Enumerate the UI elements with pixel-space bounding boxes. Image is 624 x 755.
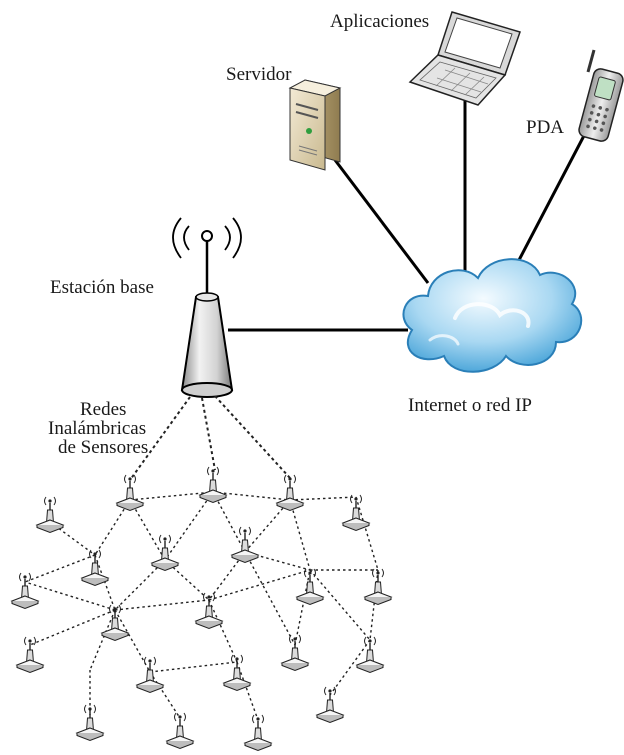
sensor-node-icon (116, 474, 144, 512)
label-internet: Internet o red IP (408, 395, 532, 416)
label-servidor: Servidor (226, 64, 292, 85)
sensor-node-icon (101, 604, 129, 642)
base-station-tower-icon (172, 217, 242, 398)
label-aplicaciones: Aplicaciones (330, 11, 429, 32)
sensor-node-icon (296, 568, 324, 606)
laptop-icon (408, 11, 521, 106)
sensor-node-icon (244, 714, 272, 752)
sensor-node-icon (195, 592, 223, 630)
sensor-node-icon (136, 656, 164, 694)
sensor-node-icon (76, 704, 104, 742)
sensor-node-icon (276, 474, 304, 512)
sensor-nodes (11, 466, 392, 752)
sensor-node-icon (281, 634, 309, 672)
sensor-node-icon (151, 534, 179, 572)
server-icon (288, 79, 342, 171)
sensor-node-icon (16, 636, 44, 674)
pda-phone-icon (578, 49, 624, 142)
sensor-node-icon (316, 686, 344, 724)
sensor-node-icon (342, 494, 370, 532)
sensor-node-icon (36, 496, 64, 534)
sensor-mesh-links (24, 491, 379, 721)
sensor-node-icon (223, 654, 251, 692)
label-redes: Redes (80, 399, 126, 420)
base-station-sensor-links (129, 395, 291, 481)
backbone-links (228, 100, 590, 332)
link-pda-internet (516, 127, 590, 263)
label-estacion-base: Estación base (50, 277, 154, 298)
label-pda: PDA (526, 117, 564, 138)
sensor-node-icon (364, 568, 392, 606)
sensor-node-icon (81, 549, 109, 587)
sensor-node-icon (199, 466, 227, 504)
label-de-sensores: de Sensores (58, 437, 148, 458)
sensor-node-icon (356, 636, 384, 674)
link-server-internet (333, 159, 430, 284)
sensor-node-icon (166, 712, 194, 750)
sensor-node-icon (231, 526, 259, 564)
cloud-icon (402, 258, 583, 373)
label-inalambricas: Inalámbricas (48, 418, 146, 439)
sensor-node-icon (11, 572, 39, 610)
